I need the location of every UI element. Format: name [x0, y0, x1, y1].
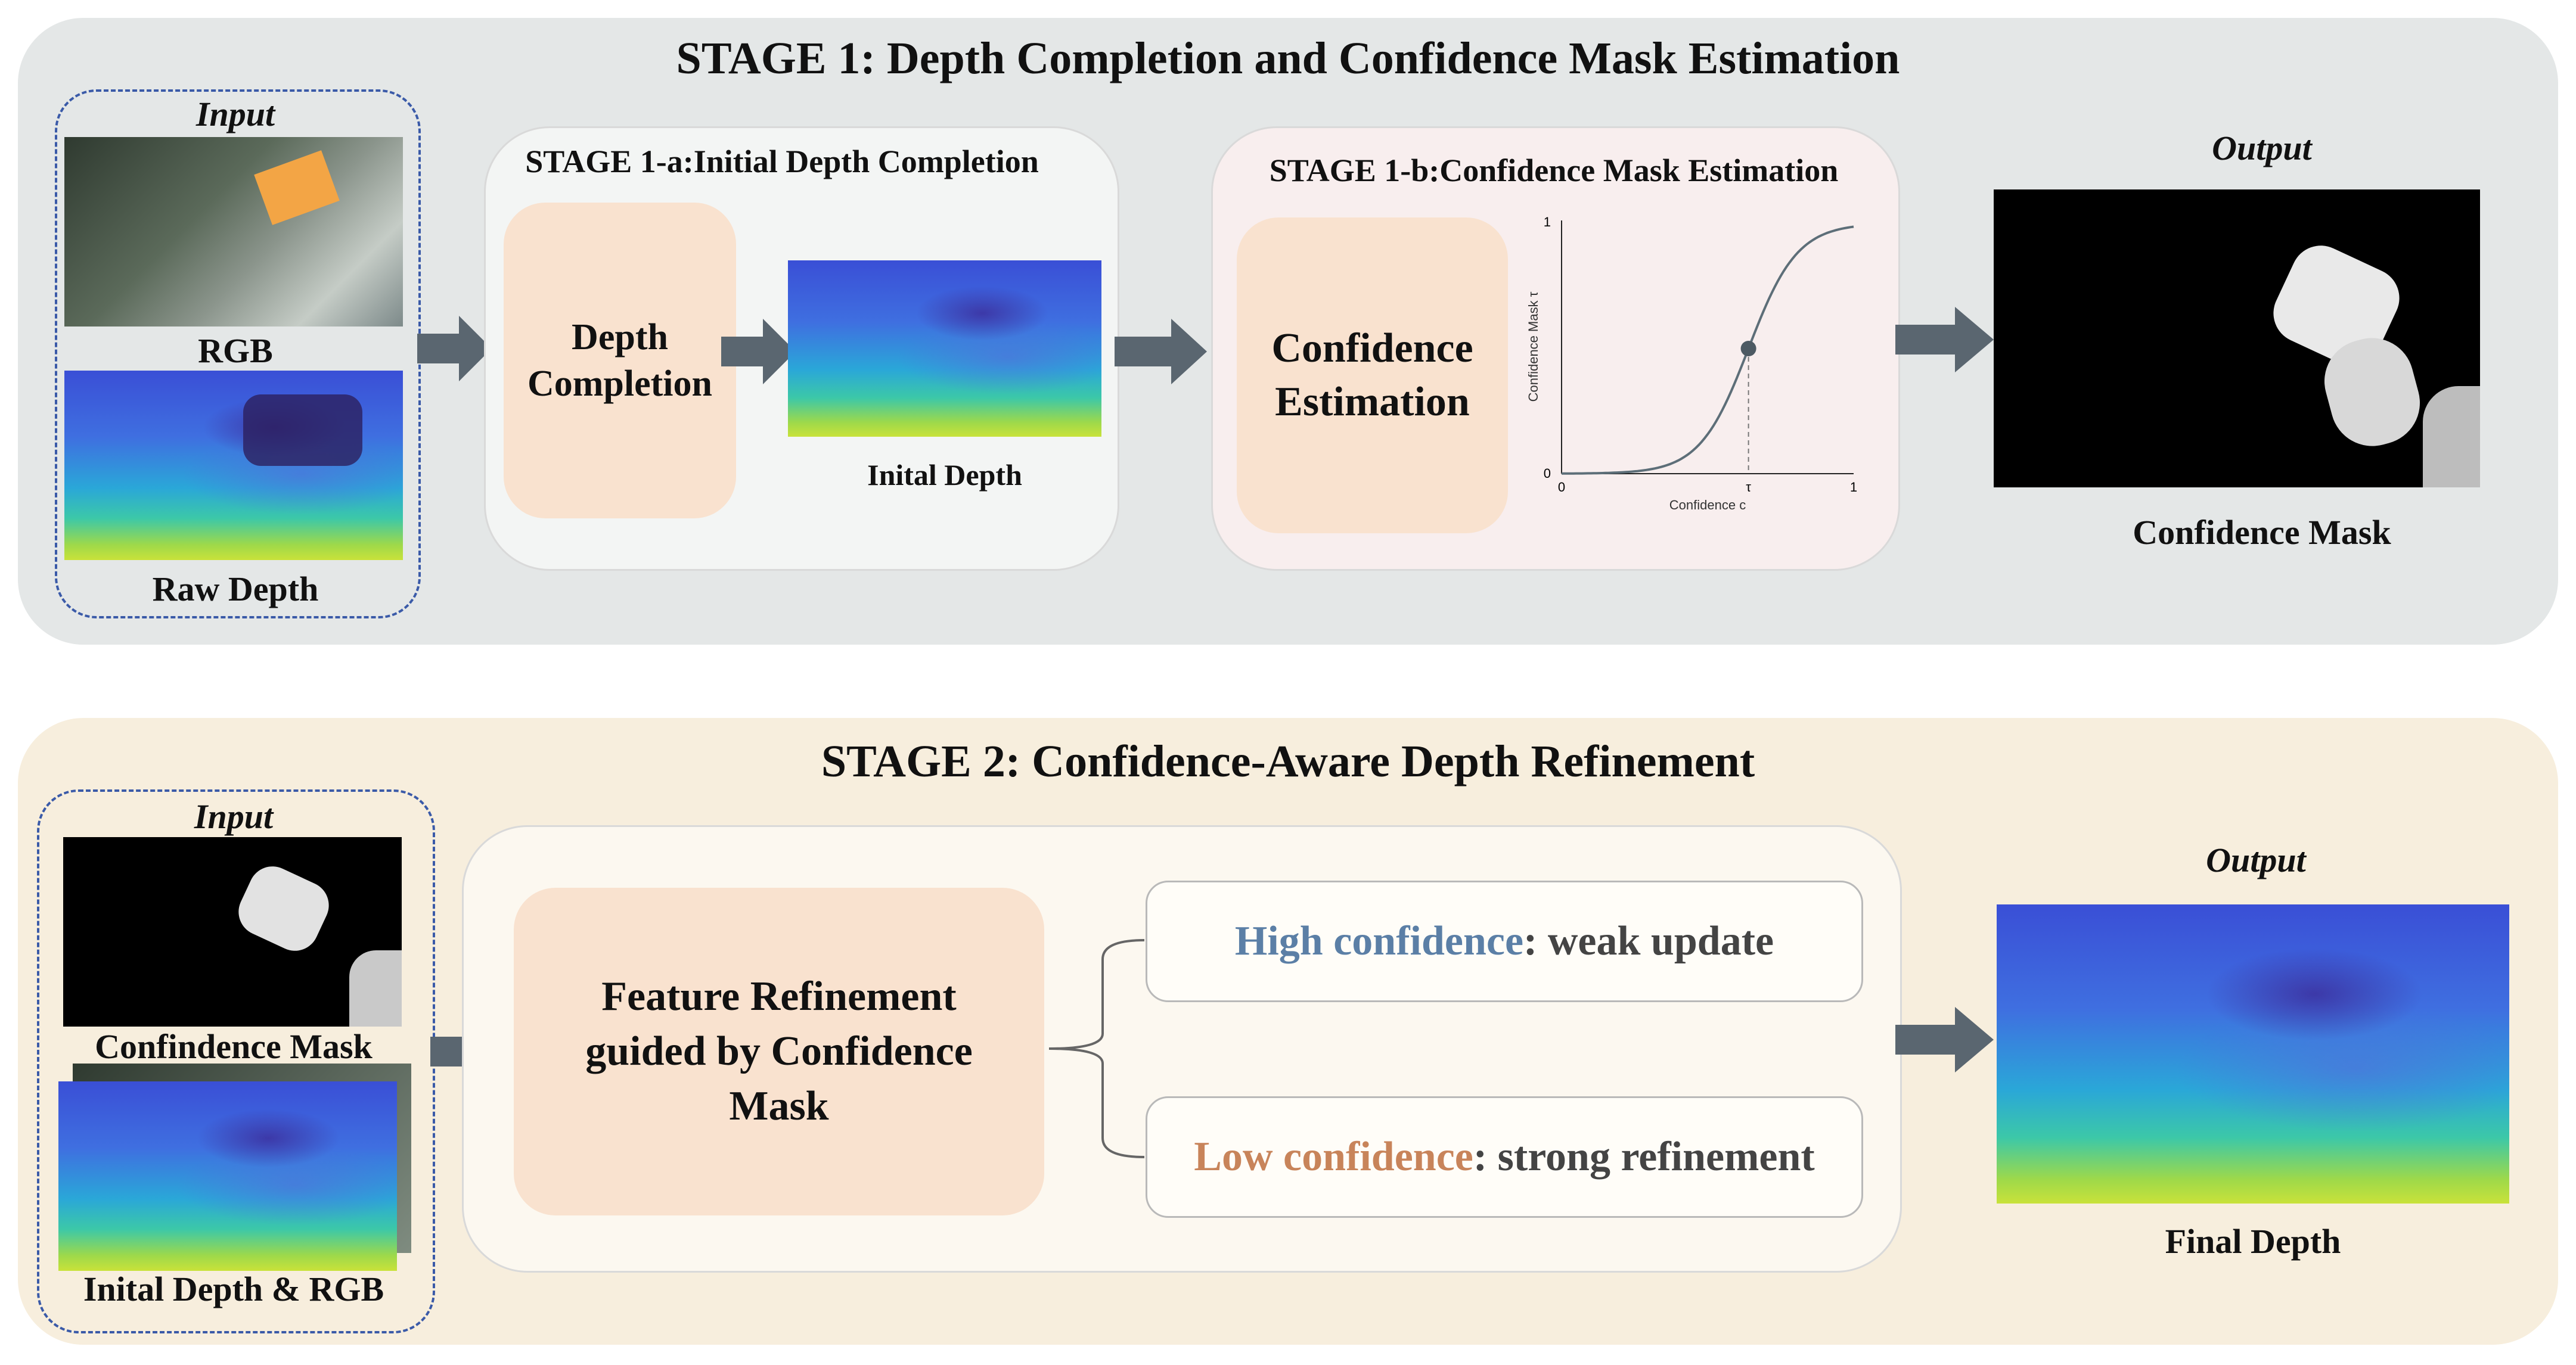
y-axis-label: Confidence Mask τ [1526, 291, 1541, 402]
raw-depth-image [64, 371, 403, 560]
confidence-mask-image [1994, 189, 2480, 487]
high-confidence-desc: : weak update [1523, 918, 1774, 964]
confidence-mask-label: Confidence Mask [2133, 513, 2391, 552]
y-tick-0: 0 [1544, 466, 1551, 481]
mask-object-icon [231, 859, 337, 959]
stage2-input-label: Input [194, 797, 274, 836]
depth-completion-box: Depth Completion [504, 203, 736, 518]
stage2-output-label: Output [2206, 841, 2306, 879]
initial-depth-image [788, 260, 1101, 437]
sigmoid-chart: 1 0 0 τ 1 Confidence c Confidence Mask τ [1526, 214, 1857, 512]
sigmoid-curve [1562, 225, 1854, 475]
low-confidence-box: Low confidence: strong refinement [1146, 1096, 1863, 1218]
arrow-right-icon [417, 316, 492, 381]
high-confidence-label: High confidence [1234, 918, 1524, 964]
high-confidence-box: High confidence: weak update [1146, 881, 1863, 1002]
stage1-output-label: Output [2212, 129, 2312, 167]
x-tick-1: 1 [1850, 480, 1857, 495]
final-depth-label: Final Depth [2165, 1222, 2341, 1261]
arrow-right-icon [721, 319, 796, 384]
stage1b-title: STAGE 1-b:Confidence Mask Estimation [1269, 153, 1839, 188]
initial-depth-label: Inital Depth [867, 458, 1022, 492]
y-tick-1: 1 [1544, 214, 1551, 229]
rgb-label: RGB [198, 331, 273, 370]
tau-marker [1740, 341, 1756, 356]
stage2-initial-depth-image [58, 1081, 397, 1271]
stage2-initial-rgb-label: Inital Depth & RGB [83, 1270, 384, 1308]
stage1-title: STAGE 1: Depth Completion and Confidence… [676, 33, 1900, 83]
x-tick-tau: τ [1746, 480, 1751, 495]
final-depth-image [1997, 904, 2509, 1204]
confidence-estimation-box: Confidence Estimation [1237, 217, 1508, 533]
stage1-input-label: Input [195, 95, 275, 133]
stage2-mask-label: Confindence Mask [95, 1027, 373, 1066]
mask-object-icon [349, 950, 402, 1027]
stage2-title: STAGE 2: Confidence-Aware Depth Refineme… [821, 736, 1755, 786]
arrow-right-icon [1895, 307, 1994, 372]
bracket-icon [1048, 939, 1145, 1158]
x-tick-0: 0 [1558, 480, 1565, 495]
mask-object-icon [2423, 386, 2480, 487]
raw-depth-label: Raw Depth [152, 570, 319, 608]
rgb-image [64, 137, 403, 327]
low-confidence-desc: : strong refinement [1473, 1134, 1815, 1180]
stage1a-title: STAGE 1-a:Initial Depth Completion [525, 144, 1039, 179]
arrow-right-icon [1895, 1007, 1994, 1072]
raw-depth-hole-icon [243, 394, 362, 466]
feature-refinement-box: Feature Refinement guided by Confidence … [514, 888, 1044, 1215]
x-axis-label: Confidence c [1669, 498, 1746, 512]
low-confidence-label: Low confidence [1194, 1134, 1473, 1180]
arrow-right-icon [1115, 319, 1207, 384]
rgb-object-icon [254, 150, 340, 225]
stage2-mask-image [63, 837, 402, 1027]
